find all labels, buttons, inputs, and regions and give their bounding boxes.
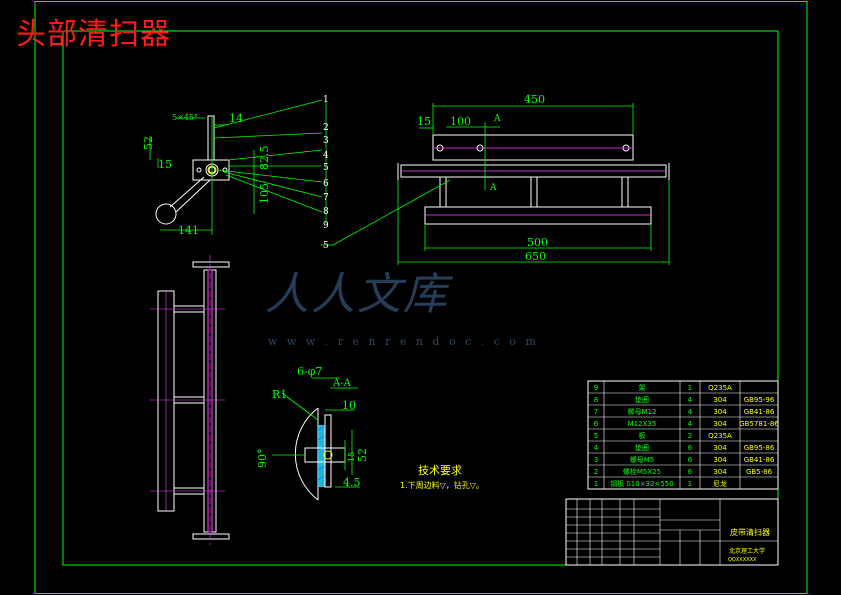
- section-mark-a-bottom: A: [489, 183, 497, 193]
- bom-cell-name: 螺母M12: [628, 407, 657, 416]
- bom-cell-std: GB95-86: [744, 444, 775, 452]
- bom-cell-mat: Q235A: [708, 432, 732, 440]
- bom-cell-std: GB95-96: [744, 396, 775, 404]
- bom-cell-no: 8: [594, 396, 598, 404]
- notes-line-1: 1.下周边料▽，钻孔▽。: [400, 480, 484, 490]
- bom-cell-name: 螺母M5: [630, 455, 655, 464]
- page-title: 头部清扫器: [16, 17, 171, 52]
- bom-cell-qty: 4: [688, 420, 693, 428]
- detail-view: 6-φ7 A-A R1 10 90° 52 15 4.5: [256, 365, 369, 501]
- bom-cell-no: 9: [594, 384, 598, 392]
- bom-cell-name: M12X35: [628, 420, 657, 428]
- dim-4-5: 4.5: [343, 476, 361, 489]
- section-mark-a-top: A: [493, 114, 501, 124]
- balloon-8: 8: [323, 207, 329, 217]
- bom-cell-qty: 4: [688, 396, 693, 404]
- bom-cell-no: 3: [594, 456, 598, 464]
- bom-cell-no: 7: [594, 408, 598, 416]
- dim-105: 105: [258, 183, 271, 204]
- bom-cell-std: GB5-86: [746, 468, 773, 476]
- bom-cell-name: 垫圈: [635, 395, 649, 404]
- bom-cell-name: 钢板 δ10×32×550: [610, 479, 673, 488]
- dim-chamfer: 5×45°: [172, 113, 198, 122]
- balloon-3: 3: [323, 136, 329, 146]
- balloon-5: 5: [323, 163, 329, 173]
- bom-cell-qty: 6: [688, 456, 693, 464]
- bom-cell-qty: 4: [688, 408, 693, 416]
- inner-frame: [62, 30, 779, 566]
- bom-cell-no: 2: [594, 468, 598, 476]
- dim-10: 10: [342, 399, 356, 412]
- bom-cell-no: 6: [594, 420, 599, 428]
- bom-cell-mat: 304: [713, 456, 727, 464]
- dim-90: 90°: [256, 449, 269, 469]
- dim-100: 100: [450, 115, 471, 128]
- bom-cell-no: 1: [594, 480, 598, 488]
- bom-cell-mat: 304: [713, 396, 727, 404]
- dim-holes: 6-φ7: [297, 365, 322, 378]
- watermark-url: w w w . r e n r e n d o c . c o m: [268, 335, 539, 348]
- bom-cell-qty: 6: [688, 444, 693, 452]
- balloon-4: 4: [323, 151, 329, 161]
- bom-cell-mat: 304: [713, 408, 727, 416]
- section-label: A-A: [332, 378, 352, 389]
- bom-cell-no: 4: [594, 444, 599, 452]
- bom-cell-qty: 1: [688, 384, 692, 392]
- bom-cell-name: 板: [639, 431, 646, 440]
- bom-cell-qty: 2: [688, 432, 692, 440]
- title-block-school: 北京理工大学: [729, 547, 765, 555]
- bom-cell-qty: 6: [688, 468, 693, 476]
- top-view: [150, 255, 230, 545]
- bom-cell-name: 架: [639, 384, 646, 392]
- dim-52: 52: [142, 136, 155, 150]
- dim-450: 450: [524, 93, 545, 106]
- bom-cell-mat: Q235A: [708, 384, 732, 392]
- notes-heading: 技术要求: [418, 464, 462, 477]
- dim-82: 82.5: [258, 146, 271, 171]
- bom-cell-std: GB41-86: [744, 408, 775, 416]
- dim-15-detail: 15: [347, 452, 356, 462]
- dim-15: 15: [158, 158, 172, 171]
- bom-cell-mat: 304: [713, 444, 727, 452]
- bom-cell-mat: 304: [713, 468, 727, 476]
- balloon-5-front: 5: [323, 241, 329, 251]
- dim-15-front: 15: [417, 115, 431, 128]
- dim-52-detail: 52: [356, 448, 369, 462]
- dim-14: 14: [229, 112, 243, 125]
- balloon-1: 1: [323, 95, 329, 105]
- side-view: 5×45° 14 52 15 82.5 105 141 1 2 3 4 5 6 …: [142, 95, 329, 237]
- title-block-code: QQXXXXXX: [728, 557, 757, 563]
- bom-cell-name: 螺栓M5X25: [623, 467, 661, 476]
- dim-141: 141: [178, 224, 199, 237]
- outer-frame: [34, 1, 808, 594]
- dim-r1: R1: [272, 388, 287, 401]
- bom-cell-mat: 尼龙: [713, 479, 727, 488]
- balloon-9: 9: [323, 221, 329, 231]
- front-view: 450 15 100 A A 500 650 5: [321, 93, 670, 265]
- title-block-name: 皮带清扫器: [730, 527, 770, 537]
- watermark-logo: 人人文库: [265, 269, 449, 320]
- bom-cell-std: GB5781-86: [739, 420, 779, 428]
- balloon-7: 7: [323, 193, 329, 203]
- bom-cell-qty: 1: [688, 480, 692, 488]
- title-block: [565, 498, 779, 566]
- dim-650: 650: [525, 250, 546, 263]
- bom-cell-std: GB41-86: [744, 456, 775, 464]
- tech-notes: 技术要求 1.下周边料▽，钻孔▽。: [400, 464, 484, 490]
- balloon-2: 2: [323, 123, 329, 133]
- bom-cell-mat: 304: [713, 420, 727, 428]
- bom-cell-name: 垫圈: [635, 443, 649, 452]
- dim-500: 500: [527, 236, 548, 249]
- bom-cell-no: 5: [594, 432, 598, 440]
- balloon-6: 6: [323, 179, 329, 189]
